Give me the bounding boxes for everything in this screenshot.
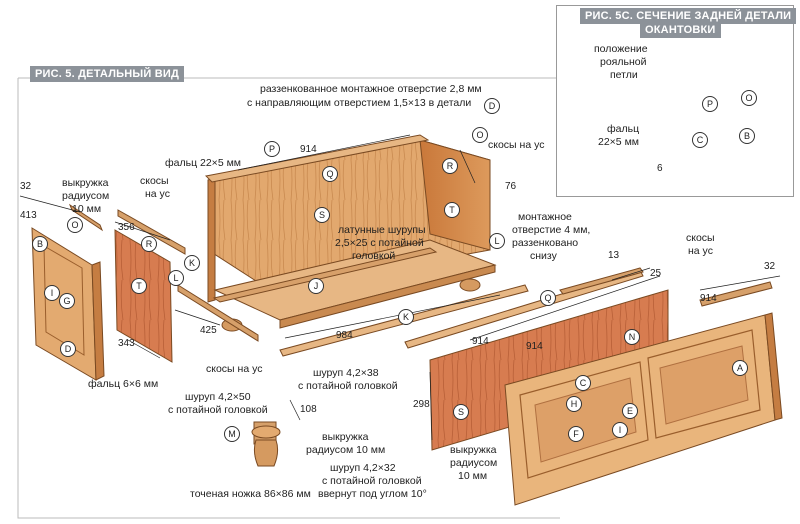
callout-o: O (472, 127, 488, 143)
label-bevels-left-line1: скосы (140, 175, 169, 187)
dim-25: 25 (650, 268, 662, 279)
label-screw-4232-line1: шуруп 4,2×32 (330, 462, 396, 474)
dim-76: 76 (505, 181, 517, 192)
label-bevels-right-line2: на ус (688, 245, 713, 257)
callout-o-left: O (67, 217, 83, 233)
callout-inset-c: C (692, 132, 708, 148)
label-bevels-mid: скосы на ус (206, 363, 263, 375)
callout-j: J (308, 278, 324, 294)
dim-413: 413 (20, 210, 37, 221)
callout-i-right: I (612, 422, 628, 438)
label-mount-hole-line2: отверстие 4 мм, (512, 224, 591, 236)
dim-32-left: 32 (20, 181, 32, 192)
label-countersunk-hole-line2: с направляющим отверстием 1,5×13 в детал… (247, 97, 472, 109)
label-bevels-top: скосы на ус (488, 139, 545, 151)
label-mount-hole-line4: снизу (530, 250, 557, 262)
label-mount-hole-line3: раззенковано (512, 237, 579, 249)
inset-title-line2: ОКАНТОВКИ (640, 22, 721, 38)
dim-32-right: 32 (764, 261, 776, 272)
label-brass-screws-line2: 2,5×25 с потайной (335, 237, 424, 249)
label-bead-bottom-line2: радиусом (450, 457, 498, 469)
inset-label-rabbet-line1: фальц (607, 123, 640, 135)
callout-s-right: S (453, 404, 469, 420)
dim-298: 298 (413, 399, 430, 410)
dim-108: 108 (300, 404, 317, 415)
callout-l-left: L (168, 270, 184, 286)
dim-914-mid1: 914 (472, 336, 489, 347)
callout-k: K (184, 255, 200, 271)
label-bevels-right-line1: скосы (686, 232, 715, 244)
callout-s: S (314, 207, 330, 223)
label-screw-4232-line2: с потайной головкой (322, 475, 422, 487)
label-rabbet-6x6: фальц 6×6 мм (88, 378, 159, 390)
callout-d: D (484, 98, 500, 114)
callout-q-mid: Q (540, 290, 556, 306)
label-brass-screws-line1: латунные шурупы (338, 224, 426, 236)
label-screw-4232-line3: ввернут под углом 10° (318, 488, 427, 500)
callout-r: R (442, 158, 458, 174)
label-bead-bottom-line3: 10 мм (458, 470, 488, 482)
callout-f: F (568, 426, 584, 442)
callout-g: G (59, 293, 75, 309)
inset-label-hinge-line2: рояльной (600, 56, 647, 68)
dim-356: 356 (118, 222, 135, 233)
dim-343: 343 (118, 338, 135, 349)
callout-i-left: I (44, 285, 60, 301)
inset-title-line1: РИС. 5С. СЕЧЕНИЕ ЗАДНЕЙ ДЕТАЛИ (580, 8, 797, 24)
label-bead-bottom-line1: выкружка (450, 444, 497, 456)
callout-r-left: R (141, 236, 157, 252)
label-bevels-left-line2: на ус (145, 188, 170, 200)
label-brass-screws-line3: головкой (352, 250, 396, 262)
callout-p: P (264, 141, 280, 157)
label-rabbet-22x5: фальц 22×5 мм (165, 157, 242, 169)
label-screw-4238-line2: с потайной головкой (298, 380, 398, 392)
callout-n: N (624, 329, 640, 345)
label-screw-4250-line1: шуруп 4,2×50 (185, 391, 251, 403)
callout-k-mid: K (398, 309, 414, 325)
callout-b-left: B (32, 236, 48, 252)
label-screw-4238-line1: шуруп 4,2×38 (313, 367, 379, 379)
callout-d-left: D (60, 341, 76, 357)
callout-h: H (566, 396, 582, 412)
inset-label-rabbet-line2: 22×5 мм (598, 136, 640, 148)
dim-6: 6 (657, 163, 663, 174)
label-screw-4250-line2: с потайной головкой (168, 404, 268, 416)
callout-q: Q (322, 166, 338, 182)
main-figure-title: РИС. 5. ДЕТАЛЬНЫЙ ВИД (30, 66, 184, 82)
callout-t: T (444, 202, 460, 218)
label-mount-hole-line1: монтажное (518, 211, 572, 223)
callout-t-left: T (131, 278, 147, 294)
dim-914-right: 914 (700, 293, 717, 304)
dim-914-top: 914 (300, 144, 317, 155)
dim-984: 984 (336, 330, 353, 341)
dim-13: 13 (608, 250, 620, 261)
label-countersunk-hole-line1: раззенкованное монтажное отверстие 2,8 м… (260, 83, 482, 95)
callout-e: E (622, 403, 638, 419)
label-bead-leg-line2: радиусом 10 мм (306, 444, 386, 456)
label-bead-line3: 10 мм (72, 203, 102, 215)
label-bead-leg-line1: выкружка (322, 431, 369, 443)
inset-label-hinge-line1: положение (594, 43, 648, 55)
callout-a: A (732, 360, 748, 376)
dim-425: 425 (200, 325, 217, 336)
label-bead-line2: радиусом (62, 190, 110, 202)
callout-m: M (224, 426, 240, 442)
callout-inset-p: P (702, 96, 718, 112)
callout-l: L (489, 233, 505, 249)
callout-c-top: C (575, 375, 591, 391)
label-bead-line1: выкружка (62, 177, 109, 189)
dim-914-mid2: 914 (526, 341, 543, 352)
inset-label-hinge-line3: петли (610, 69, 638, 81)
callout-inset-b: B (739, 128, 755, 144)
label-turned-leg: точеная ножка 86×86 мм (190, 488, 311, 500)
callout-inset-o: O (741, 90, 757, 106)
